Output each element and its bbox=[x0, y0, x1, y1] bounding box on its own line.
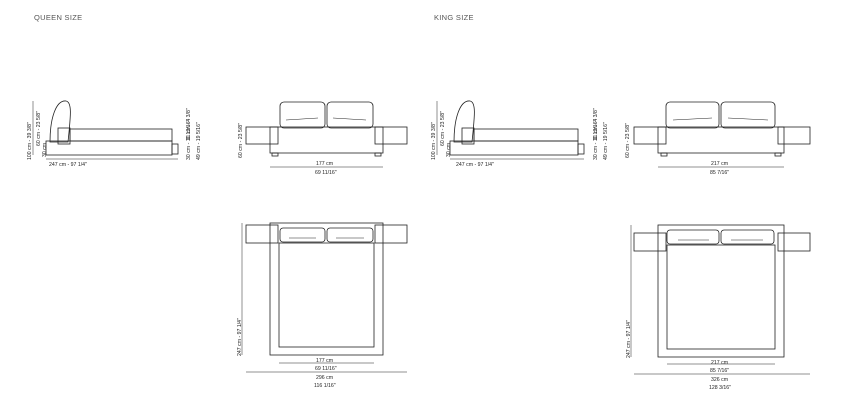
king-side-height-label: 100 cm - 39 3/8" bbox=[431, 122, 437, 160]
king-side-headboard-label: 60 cm - 23 5/8" bbox=[440, 111, 446, 146]
queen-side-base bbox=[45, 140, 173, 156]
queen-side-headboard-label: 60 cm - 23 5/8" bbox=[36, 111, 42, 146]
queen-side-left-low-label: 30 cm bbox=[42, 143, 48, 157]
queen-plan-mattress bbox=[278, 242, 375, 348]
king-front-nightstand-right bbox=[777, 126, 811, 145]
king-side-length-label: 247 cm - 97 1/4" bbox=[456, 162, 494, 168]
king-plan-mattress-in: 85 7/16" bbox=[710, 368, 729, 374]
king-side-headrest bbox=[453, 100, 475, 143]
king-plan-nightstand-left bbox=[633, 232, 667, 252]
king-plan-view: 247 cm - 97 1/4" 217 cm 85 7/16" 326 cm … bbox=[626, 224, 811, 391]
queen-plan-overall-cm: 296 cm bbox=[316, 375, 333, 381]
king-side-base bbox=[449, 140, 579, 156]
king-plan-length-label: 247 cm - 97 1/4" bbox=[626, 320, 632, 358]
king-front-cushion-left bbox=[665, 101, 720, 129]
queen-side-right-mid-label: 30 cm - 11 13/16" bbox=[186, 119, 192, 160]
queen-front-width-cm: 177 cm bbox=[316, 161, 333, 167]
king-side-left-low-label: 30 cm bbox=[446, 143, 452, 157]
king-side-right-low-label: 49 cm - 19 5/16" bbox=[603, 122, 609, 160]
queen-front-cushion-left bbox=[279, 101, 326, 129]
queen-size-heading: QUEEN SIZE bbox=[34, 13, 83, 22]
king-front-view: 217 cm 85 7/16" 60 cm - 23 5/8" bbox=[625, 101, 811, 176]
queen-plan-nightstand-right bbox=[374, 224, 408, 244]
queen-side-right-low-label: 49 cm - 19 5/16" bbox=[196, 122, 202, 160]
queen-front-width-in: 69 11/16" bbox=[315, 170, 337, 176]
king-side-foot-post bbox=[577, 143, 585, 155]
queen-front-nightstand-left bbox=[245, 126, 279, 145]
queen-front-height-label: 60 cm - 23 5/8" bbox=[238, 123, 244, 158]
king-front-nightstand-left bbox=[633, 126, 667, 145]
king-size-heading: KING SIZE bbox=[434, 13, 474, 22]
king-plan-overall-cm: 326 cm bbox=[711, 377, 728, 383]
king-front-width-in: 85 7/16" bbox=[710, 170, 729, 176]
queen-plan-frame bbox=[269, 222, 384, 356]
king-plan-overall-in: 128 3/16" bbox=[709, 385, 731, 391]
queen-plan-overall-in: 116 1/16" bbox=[314, 383, 336, 389]
queen-plan-mattress-in: 69 11/16" bbox=[315, 366, 337, 372]
king-front-height-label: 60 cm - 23 5/8" bbox=[625, 123, 631, 158]
queen-side-view: 247 cm - 97 1/4" 100 cm - 39 3/8" 60 cm … bbox=[27, 100, 202, 168]
queen-side-right-top-label: 11 cm - 4 3/8" bbox=[186, 108, 192, 140]
queen-front-bed-base bbox=[269, 126, 384, 154]
king-plan-cushion-right bbox=[720, 229, 775, 245]
king-side-right-mid-label: 30 cm - 11 13/16" bbox=[593, 119, 599, 160]
king-plan-mattress bbox=[666, 244, 776, 350]
king-plan-frame bbox=[657, 224, 785, 358]
queen-plan-view: 247 cm - 97 1/4" 177 cm 69 11/16" 296 cm… bbox=[237, 222, 408, 389]
queen-front-cushion-right bbox=[326, 101, 374, 129]
king-side-view: 247 cm - 97 1/4" 100 cm - 39 3/8" 60 cm … bbox=[431, 100, 609, 168]
queen-plan-mattress-cm: 177 cm bbox=[316, 358, 333, 364]
queen-side-length-label: 247 cm - 97 1/4" bbox=[49, 162, 87, 168]
queen-plan-nightstand-left bbox=[245, 224, 279, 244]
king-plan-mattress-cm: 217 cm bbox=[711, 360, 728, 366]
queen-side-foot-post bbox=[171, 143, 179, 155]
king-front-cushion-right bbox=[720, 101, 776, 129]
king-front-width-cm: 217 cm bbox=[711, 161, 728, 167]
queen-plan-length-label: 247 cm - 97 1/4" bbox=[237, 318, 243, 356]
king-side-right-top-label: 11 cm - 4 3/8" bbox=[593, 108, 599, 140]
king-plan-cushion-left bbox=[666, 229, 720, 245]
queen-side-height-label: 100 cm - 39 3/8" bbox=[27, 122, 33, 160]
queen-front-nightstand-right bbox=[374, 126, 408, 145]
queen-side-headrest bbox=[49, 100, 71, 143]
queen-front-view: 177 cm 69 11/16" 60 cm - 23 5/8" bbox=[238, 101, 408, 176]
queen-side-mattress bbox=[69, 128, 173, 142]
king-front-bed-base bbox=[657, 126, 785, 154]
queen-plan-cushion-left bbox=[279, 227, 326, 243]
queen-plan-cushion-right bbox=[326, 227, 374, 243]
king-plan-nightstand-right bbox=[777, 232, 811, 252]
king-side-mattress bbox=[473, 128, 579, 142]
